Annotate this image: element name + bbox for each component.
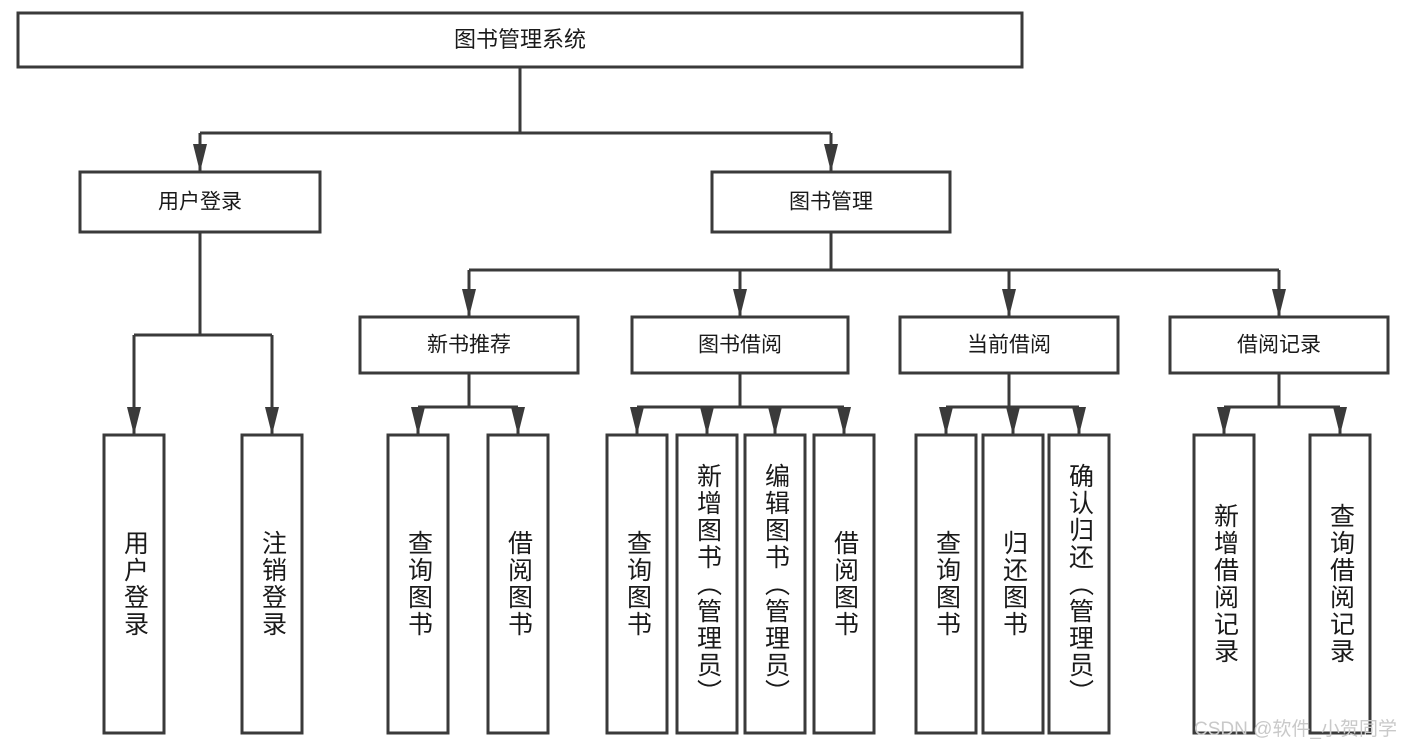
node-box-leaf-cb-query-book[interactable]: [914, 433, 978, 735]
node-box-leaf-br-query-record[interactable]: [1308, 433, 1372, 735]
arrowhead-icon: [511, 407, 525, 435]
arrowhead-icon: [700, 407, 714, 435]
connector-layer: [127, 67, 1347, 435]
arrowhead-icon: [1006, 407, 1020, 435]
arrowhead-icon: [1272, 289, 1286, 317]
node-box-book-borrow[interactable]: [630, 315, 850, 375]
node-box-leaf-br-add-record[interactable]: [1192, 433, 1256, 735]
arrowhead-icon: [1002, 289, 1016, 317]
arrowhead-icon: [462, 289, 476, 317]
node-box-leaf-bb-add-book[interactable]: [675, 433, 739, 735]
arrowhead-icon: [939, 407, 953, 435]
node-label-book-borrow: 图书借阅: [698, 334, 782, 357]
arrowhead-icon: [824, 144, 838, 172]
node-label-new-book-rec: 新书推荐: [427, 334, 511, 357]
node-box-book-manage[interactable]: [710, 170, 952, 234]
node-box-borrow-record[interactable]: [1168, 315, 1390, 375]
arrowhead-icon: [1333, 407, 1347, 435]
node-box-root[interactable]: [16, 11, 1024, 69]
node-box-user-login[interactable]: [78, 170, 322, 234]
node-box-leaf-bb-query-book[interactable]: [605, 433, 669, 735]
node-label-borrow-record: 借阅记录: [1237, 334, 1321, 357]
node-box-leaf-bb-edit-book[interactable]: [743, 433, 807, 735]
node-label-root: 图书管理系统: [454, 27, 586, 52]
box-layer: [16, 11, 1390, 735]
arrowhead-icon: [630, 407, 644, 435]
node-box-leaf-cb-confirm-return[interactable]: [1047, 433, 1111, 735]
arrowhead-icon: [1072, 407, 1086, 435]
node-box-leaf-rec-borrow-book[interactable]: [486, 433, 550, 735]
arrowhead-icon: [837, 407, 851, 435]
arrowhead-icon: [411, 407, 425, 435]
arrowhead-icon: [265, 407, 279, 435]
node-label-user-login: 用户登录: [158, 191, 242, 214]
node-label-current-borrow: 当前借阅: [967, 334, 1051, 357]
arrowhead-icon: [1217, 407, 1231, 435]
arrowhead-icon: [193, 144, 207, 172]
arrowhead-icon: [733, 289, 747, 317]
node-box-leaf-user-logout[interactable]: [240, 433, 304, 735]
node-label-book-manage: 图书管理: [789, 191, 873, 214]
node-box-leaf-user-login[interactable]: [102, 433, 166, 735]
node-box-current-borrow[interactable]: [898, 315, 1120, 375]
arrowhead-icon: [127, 407, 141, 435]
node-box-leaf-cb-return-book[interactable]: [981, 433, 1045, 735]
watermark: CSDN @软件_小贺同学: [1194, 719, 1397, 740]
node-box-new-book-rec[interactable]: [358, 315, 580, 375]
arrowhead-icon: [768, 407, 782, 435]
node-box-leaf-rec-query-book[interactable]: [386, 433, 450, 735]
node-box-leaf-bb-borrow-book[interactable]: [812, 433, 876, 735]
